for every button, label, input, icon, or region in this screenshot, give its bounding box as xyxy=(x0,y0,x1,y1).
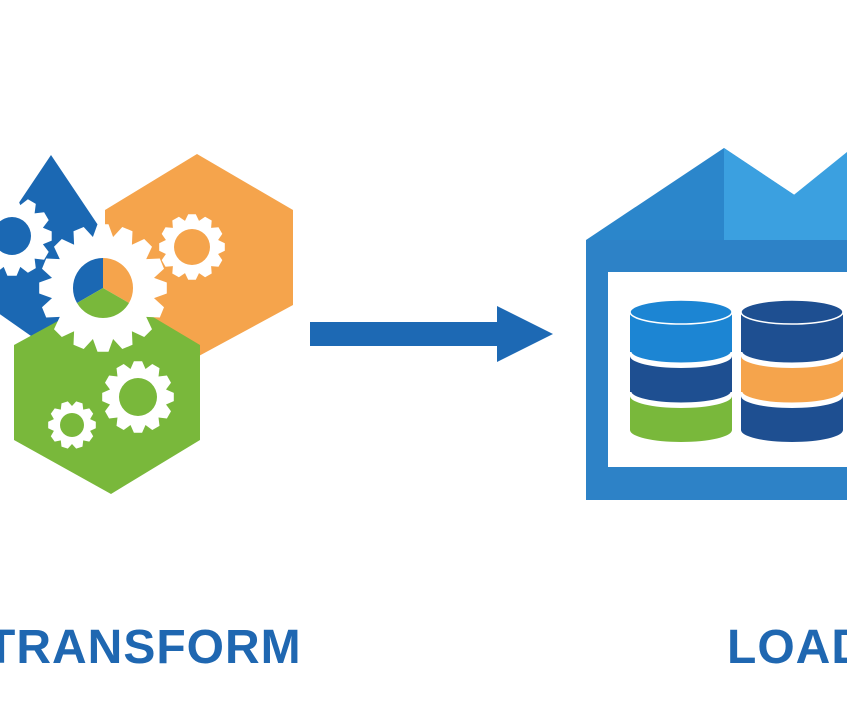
database-left-icon xyxy=(628,299,734,442)
database-stack-icon xyxy=(628,299,845,442)
data-warehouse-icon xyxy=(586,148,847,500)
gear-orange-icon xyxy=(159,214,225,280)
database-right-icon xyxy=(739,299,845,442)
roof-peak-right xyxy=(790,152,847,240)
gear-large-icon xyxy=(39,224,167,352)
gear-top-left-icon xyxy=(0,196,52,276)
gears-layer xyxy=(0,196,225,449)
transform-label: TRANSFORM xyxy=(0,621,302,674)
gears-hexagon-icon xyxy=(0,154,293,494)
gear-green-small-icon xyxy=(48,401,96,449)
right-arrow-icon xyxy=(310,306,553,362)
gear-green-mid-icon xyxy=(102,361,174,433)
load-label: LOAD xyxy=(727,621,847,674)
